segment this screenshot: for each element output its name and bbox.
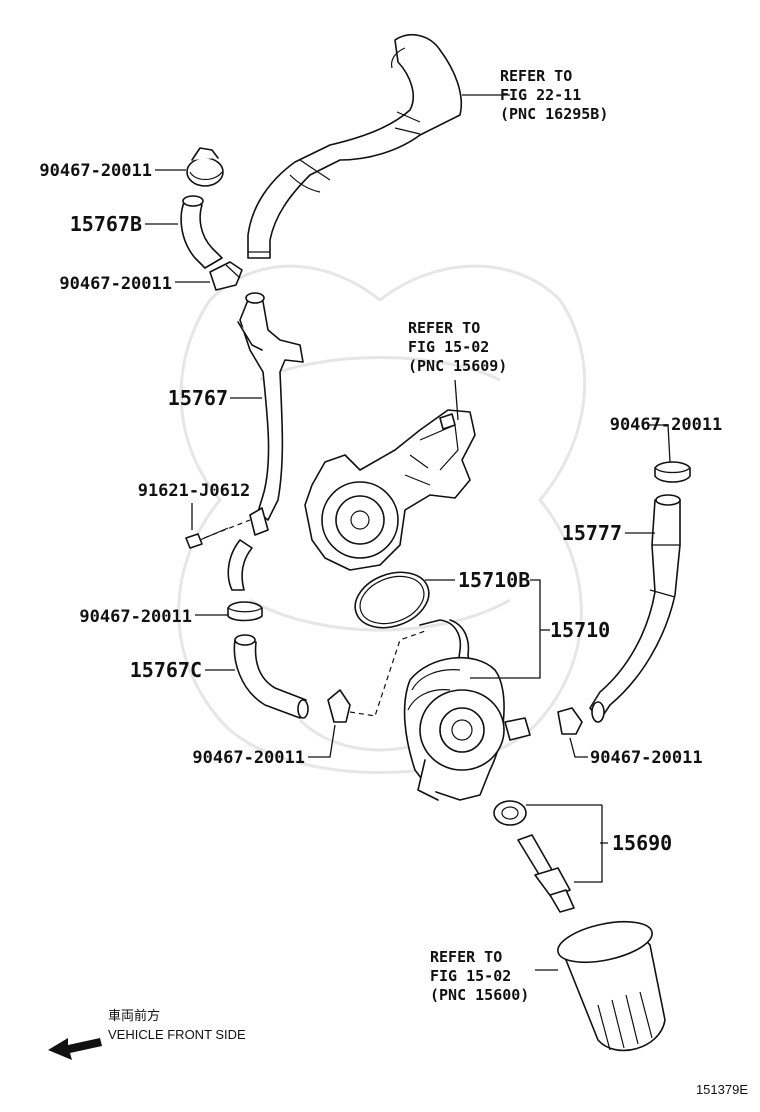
ref-line: (PNC 15609) bbox=[408, 357, 507, 375]
leader-lines bbox=[145, 94, 671, 971]
figure-id: 151379E bbox=[696, 1082, 748, 1097]
label-hose-15777: 15777 bbox=[562, 521, 622, 545]
label-clamp-left: 90467-20011 bbox=[79, 607, 192, 627]
ref-line: (PNC 16295B) bbox=[500, 105, 608, 123]
reference-oil-filter: REFER TO FIG 15-02 (PNC 15600) bbox=[430, 948, 529, 1004]
ref-line: (PNC 15600) bbox=[430, 986, 529, 1004]
label-gasket-15710b: 15710B bbox=[458, 568, 530, 592]
ref-line: REFER TO bbox=[430, 948, 502, 966]
ref-line: REFER TO bbox=[408, 319, 480, 337]
upper-hose-reference-part bbox=[247, 34, 463, 259]
oil-cooler-15710-part bbox=[403, 619, 531, 801]
clamp-right-bottom-part bbox=[557, 707, 583, 735]
union-bolt-15690-part bbox=[493, 800, 575, 913]
label-clamp-upper: 90467-20011 bbox=[59, 274, 172, 294]
label-bolt: 91621-J0612 bbox=[138, 481, 251, 501]
label-clamp-top: 90467-20011 bbox=[39, 161, 152, 181]
ref-line: FIG 15-02 bbox=[430, 967, 511, 985]
front-arrow-icon bbox=[48, 1038, 102, 1060]
label-pipe-15767: 15767 bbox=[168, 386, 228, 410]
clamp-bottom-part bbox=[327, 629, 429, 723]
ref-line: FIG 22-11 bbox=[500, 86, 581, 104]
label-hose-15767b: 15767B bbox=[70, 212, 142, 236]
clamp-right-top-part bbox=[654, 461, 691, 483]
front-label-english: VEHICLE FRONT SIDE bbox=[108, 1027, 246, 1042]
hose-15767b-part bbox=[180, 195, 223, 269]
clamp-top-part bbox=[186, 147, 224, 187]
hose-15767c-part bbox=[233, 634, 309, 719]
ref-line: FIG 15-02 bbox=[408, 338, 489, 356]
front-label-japanese: 車両前方 bbox=[108, 1008, 160, 1023]
oil-pump-reference-part bbox=[304, 409, 476, 571]
label-hose-15767c: 15767C bbox=[130, 658, 202, 682]
label-clamp-bottom: 90467-20011 bbox=[192, 748, 305, 768]
oil-filter-reference-part bbox=[557, 920, 666, 1052]
label-clamp-right-top: 90467-20011 bbox=[610, 415, 723, 435]
clamp-left-part bbox=[227, 601, 263, 622]
clamp-upper-part bbox=[209, 261, 243, 291]
gasket-15710b-part bbox=[354, 571, 430, 629]
label-clamp-right-bottom: 90467-20011 bbox=[590, 748, 703, 768]
vehicle-front-indicator: 車両前方 VEHICLE FRONT SIDE bbox=[48, 1008, 246, 1060]
label-oil-cooler-15710: 15710 bbox=[550, 618, 610, 642]
reference-oil-pump: REFER TO FIG 15-02 (PNC 15609) bbox=[408, 319, 507, 375]
bolt-part bbox=[185, 519, 251, 549]
ref-line: REFER TO bbox=[500, 67, 572, 85]
label-union-bolt-15690: 15690 bbox=[612, 831, 672, 855]
reference-upper-hose: REFER TO FIG 22-11 (PNC 16295B) bbox=[500, 67, 608, 123]
hose-15777-part bbox=[589, 494, 681, 723]
pipe-15767-part bbox=[227, 292, 304, 591]
